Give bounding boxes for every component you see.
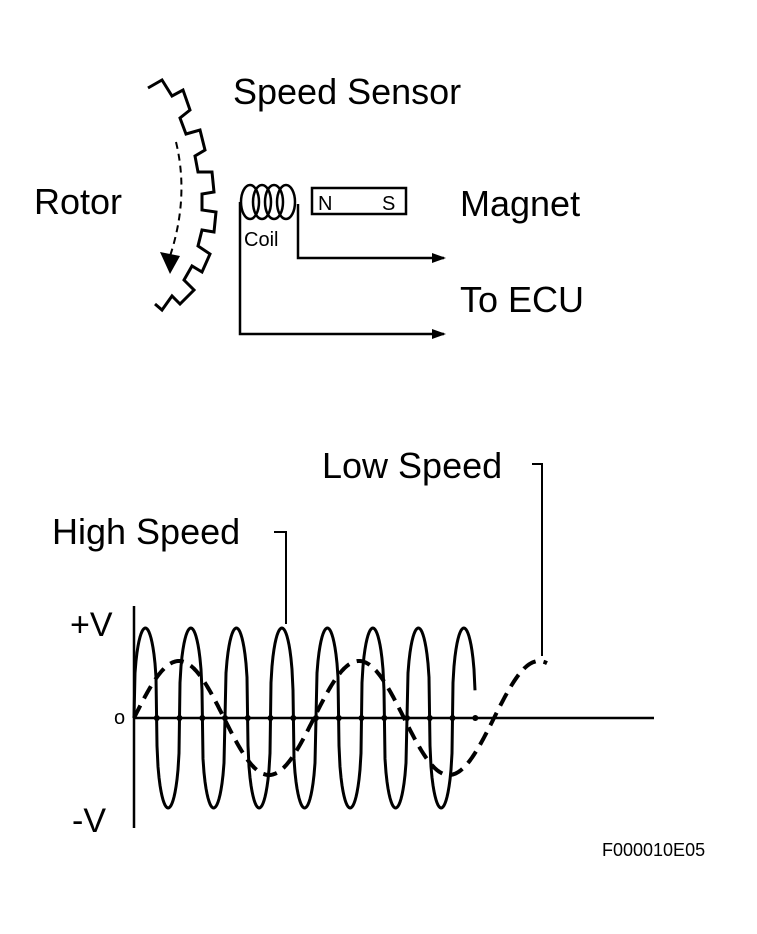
rotor-gear <box>147 77 218 313</box>
to-ecu-label: To ECU <box>460 279 584 320</box>
coil-lead-lower <box>238 202 446 339</box>
magnet-north-label: N <box>318 193 332 215</box>
zero-crossing-dot <box>449 715 456 721</box>
low-speed-label: Low Speed <box>322 445 502 486</box>
zero-crossing-dot <box>153 715 160 721</box>
zero-crossing-markers <box>153 715 479 721</box>
positive-voltage-label: +V <box>70 606 113 644</box>
coil-lead-upper <box>296 204 446 263</box>
zero-crossing-dot <box>222 715 228 721</box>
high-speed-leader <box>274 531 287 624</box>
zero-crossing-dot <box>335 715 342 721</box>
zero-crossing-dot <box>426 715 433 721</box>
rotor-rotation-arrow <box>167 141 183 263</box>
zero-crossing-dot <box>199 715 206 721</box>
negative-voltage-label: -V <box>72 802 106 840</box>
coil-icon <box>239 183 297 221</box>
rotor-label: Rotor <box>34 181 122 222</box>
zero-crossing-dot <box>472 715 479 721</box>
zero-crossing-dot <box>358 715 365 721</box>
magnet-south-label: S <box>382 193 395 215</box>
magnet-bar <box>310 186 408 216</box>
zero-crossing-dot <box>404 715 410 721</box>
figure-code: F000010E05 <box>602 840 705 860</box>
zero-crossing-dot <box>290 715 297 721</box>
low-speed-leader <box>532 463 543 656</box>
magnet-label: Magnet <box>460 183 580 224</box>
low-speed-waveform <box>132 659 548 777</box>
speed-sensor-title: Speed Sensor <box>233 71 461 112</box>
zero-crossing-dot <box>176 715 183 721</box>
coil-label: Coil <box>244 229 278 251</box>
zero-crossing-dot <box>381 715 388 721</box>
zero-crossing-dot <box>313 715 319 721</box>
zero-label: o <box>114 707 125 729</box>
zero-crossing-dot <box>267 715 274 721</box>
high-speed-label: High Speed <box>52 511 240 552</box>
high-speed-waveform <box>132 626 477 810</box>
rotation-arrowhead-icon <box>160 252 180 274</box>
zero-crossing-dot <box>244 715 251 721</box>
